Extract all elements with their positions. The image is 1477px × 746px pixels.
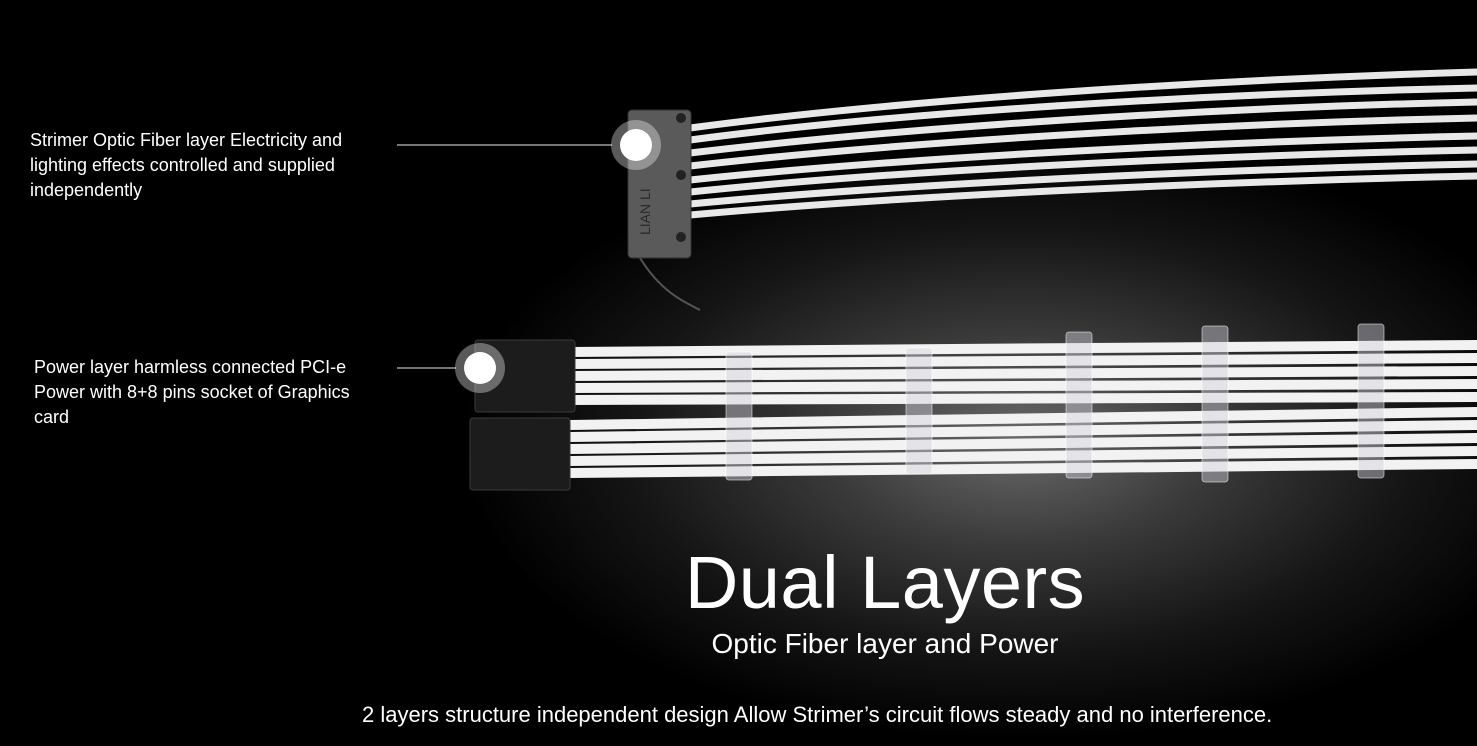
section-description: 2 layers structure independent design Al… (362, 702, 1273, 727)
section-subtitle: Optic Fiber layer and Power (711, 628, 1059, 659)
power-cables (565, 340, 1477, 478)
connector-logo: LIAN LI (637, 188, 653, 235)
callout-power-layer: Power layer harmless connected PCI-e Pow… (34, 357, 350, 427)
optic-fiber-cables (686, 68, 1477, 219)
hotspot-power[interactable] (455, 343, 505, 393)
cable-combs (725, 323, 1385, 483)
pcie-connectors (469, 339, 576, 491)
hotspot-fiber[interactable] (611, 120, 661, 170)
section-title: Dual Layers (684, 541, 1086, 624)
callout-fiber-layer: Strimer Optic Fiber layer Electricity an… (30, 130, 343, 200)
callout-lines (397, 144, 612, 369)
